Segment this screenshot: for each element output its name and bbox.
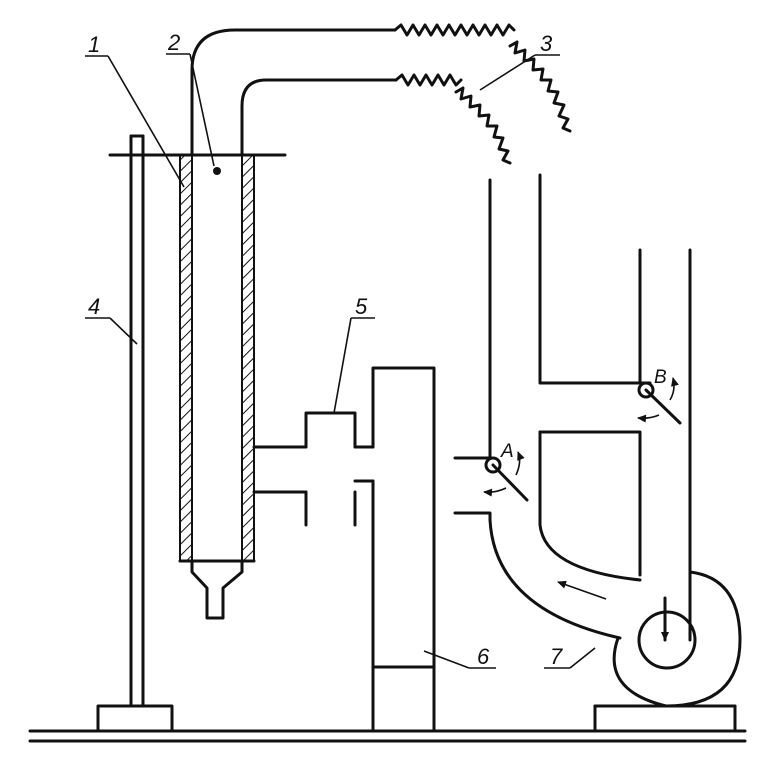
stand: [96, 134, 174, 733]
valve-a-label: A: [500, 441, 514, 462]
fan: [557, 570, 742, 733]
callout-4: 4: [88, 294, 100, 319]
valve-b: B: [637, 367, 682, 425]
valve-b-label: B: [654, 367, 667, 388]
callout-3: 3: [540, 31, 553, 56]
sensor-point: [213, 167, 221, 175]
callout-7: 7: [550, 644, 563, 669]
callout-5: 5: [355, 294, 368, 319]
callout-labels: 1 2 3 4 5 6 7: [88, 30, 563, 669]
junction-pipe: [252, 411, 375, 527]
callout-2: 2: [167, 30, 180, 55]
outer-duct: [190, 23, 652, 385]
inner-duct: [240, 73, 512, 460]
callout-6: 6: [477, 644, 490, 669]
fan-pipes: [453, 248, 692, 642]
valve-a: A: [483, 441, 529, 502]
measurement-tube: [371, 366, 436, 733]
column: [108, 153, 287, 620]
callout-1: 1: [88, 32, 100, 57]
leader-lines: [85, 53, 596, 669]
